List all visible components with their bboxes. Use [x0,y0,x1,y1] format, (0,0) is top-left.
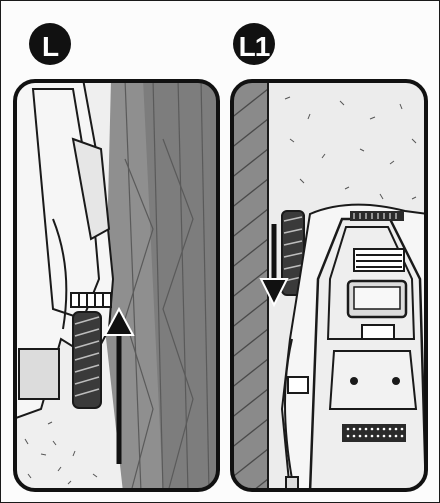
step-badge-l1: L1 [232,22,276,71]
step-badge-l: L [28,22,72,71]
panel-l1 [230,79,428,492]
step-label-l: L [28,22,72,71]
mower-side-view-icon [13,79,220,492]
panel-l [13,79,220,492]
step-label-l1: L1 [232,22,276,71]
mower-rear-view-icon [230,79,428,492]
